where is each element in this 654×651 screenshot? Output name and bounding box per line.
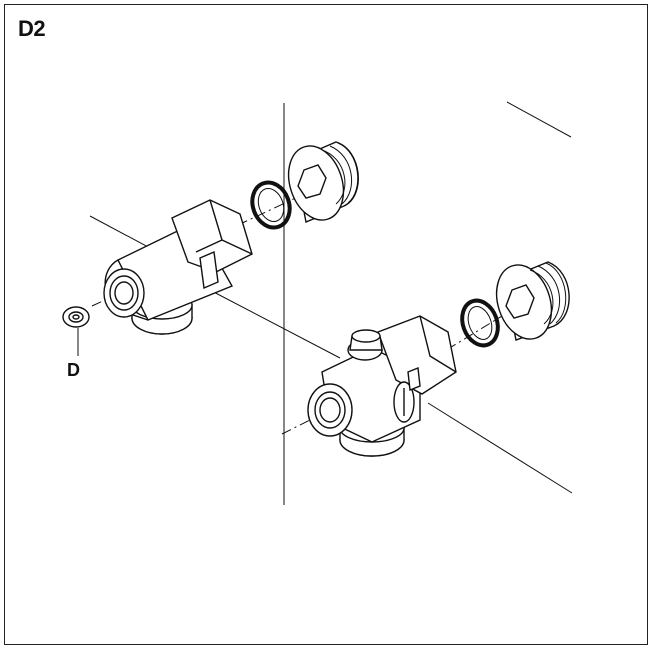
filter-washer-part-d: [62, 306, 90, 328]
upper-angle-valve: [103, 199, 253, 335]
step-label: D2: [18, 16, 46, 41]
upper-threaded-plug: [287, 141, 359, 223]
upper-gasket-ring: [250, 180, 292, 230]
wall-perspective-line-top: [506, 101, 572, 138]
axis-line-lower-right: [427, 402, 573, 494]
axis-line-upper-mid: [205, 287, 341, 359]
lower-gasket-ring: [460, 298, 500, 348]
centerline-lower-left: [281, 419, 311, 435]
lower-threaded-plug: [495, 261, 570, 341]
centerline-upper: [237, 195, 301, 226]
part-callout-label: D: [67, 360, 80, 380]
lower-tee-valve: [307, 315, 457, 457]
